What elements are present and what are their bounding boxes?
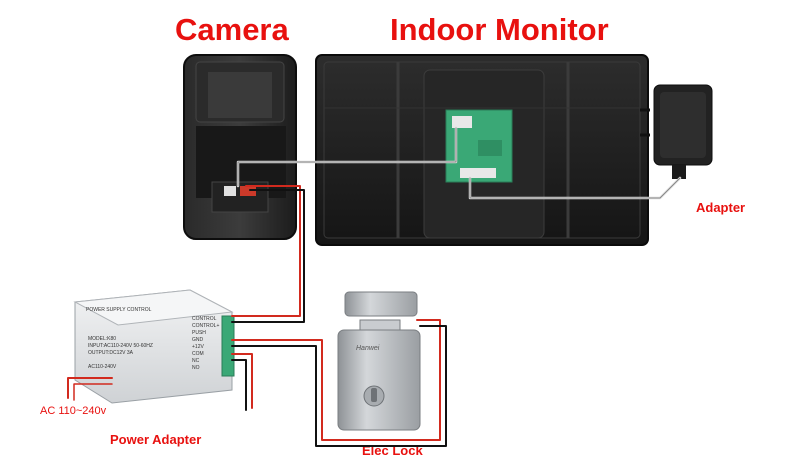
psu-output-text: OUTPUT:DC12V 3A: [88, 350, 134, 356]
power-supply-unit: POWER SUPPLY CONTROL MODEL:K80 INPUT:AC1…: [73, 289, 235, 404]
power-adapter-label: Power Adapter: [110, 432, 202, 447]
terminal-label: NO: [192, 365, 200, 371]
terminal-label: NC: [192, 358, 200, 364]
wires: [67, 126, 682, 447]
terminal-label: COM: [192, 351, 204, 357]
psu-input-text: INPUT:AC110-240V 50-60HZ: [88, 343, 153, 349]
camera-device: [183, 54, 297, 240]
electric-lock: Hanwei: [337, 291, 421, 431]
adapter-device: [640, 84, 713, 179]
terminal-label: CONTROL+: [192, 323, 219, 329]
ac-input-label: AC 110~240v: [40, 405, 107, 417]
terminal-label: PUSH: [192, 330, 206, 336]
psu-ac-range-text: AC110-240V: [88, 364, 117, 370]
terminal-label: GND: [192, 337, 204, 343]
adapter-label: Adapter: [696, 200, 746, 215]
terminal-label: CONTROL: [192, 316, 217, 322]
camera-label: Camera: [175, 12, 289, 47]
indoor-monitor-label: Indoor Monitor: [390, 12, 609, 47]
psu-terminal-labels: CONTROL CONTROL+ PUSH GND +12V COM NC NO: [192, 316, 219, 371]
terminal-label: +12V: [192, 344, 204, 350]
psu-brand-text: POWER SUPPLY CONTROL: [86, 307, 152, 313]
lock-brand-text: Hanwei: [356, 345, 380, 352]
psu-model-text: MODEL:K80: [88, 336, 116, 342]
